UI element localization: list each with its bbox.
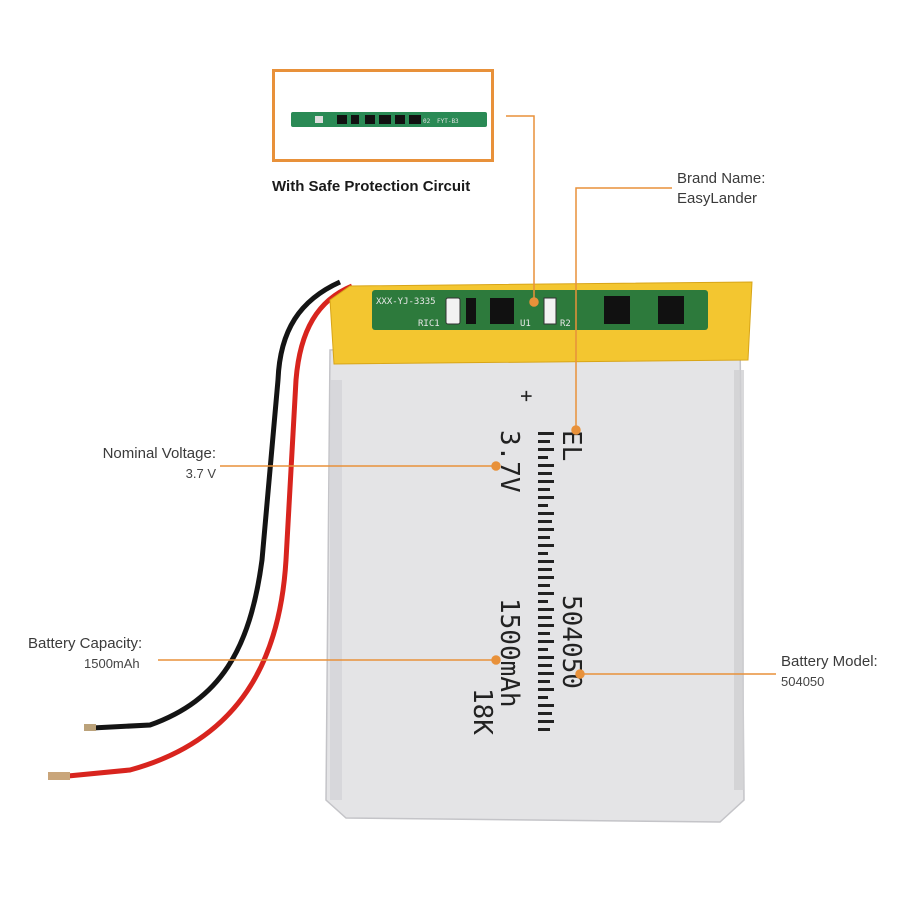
pcb-code-text: XXX-YJ-3335 (376, 297, 436, 307)
model-label: Battery Model: (781, 653, 878, 670)
print-extra: 18K (467, 688, 497, 735)
pcb-strip-image: 02 FYT-B3 (291, 112, 487, 127)
voltage-label: Nominal Voltage: (102, 445, 216, 462)
black-wire (91, 279, 342, 731)
battery-body (325, 329, 745, 823)
barcode (538, 432, 554, 731)
capacity-callout: Battery Capacity: 1500mAh (28, 634, 142, 674)
voltage-value: 3.7 V (185, 466, 216, 481)
print-plus: + (515, 390, 539, 402)
leader-brand (575, 187, 672, 428)
brand-callout: Brand Name: EasyLander (677, 169, 765, 209)
leader-protection (506, 115, 535, 300)
voltage-callout: Nominal Voltage: 3.7 V (86, 444, 216, 484)
capacity-value: 1500mAh (84, 656, 140, 671)
pcb-small-code: FYT-B3 (437, 118, 459, 125)
model-value: 504050 (781, 674, 825, 689)
red-wire (67, 283, 353, 779)
brand-value: EasyLander (677, 190, 758, 207)
pcb-ric1-text: RIC1 (418, 319, 440, 329)
protection-caption: With Safe Protection Circuit (272, 178, 471, 195)
protection-circuit-inset: 02 FYT-B3 (272, 69, 494, 162)
model-callout: Battery Model: 504050 (781, 652, 878, 692)
capacity-label: Battery Capacity: (28, 635, 143, 652)
pcb-u1-text: U1 (520, 319, 531, 329)
print-brand: EL (556, 430, 586, 461)
svg-text:02: 02 (423, 118, 431, 125)
print-voltage: 3.7V (494, 430, 524, 493)
pcb-r2-text: R2 (560, 319, 571, 329)
print-capacity: 1500mAh (494, 598, 524, 708)
brand-label: Brand Name: (677, 170, 766, 187)
